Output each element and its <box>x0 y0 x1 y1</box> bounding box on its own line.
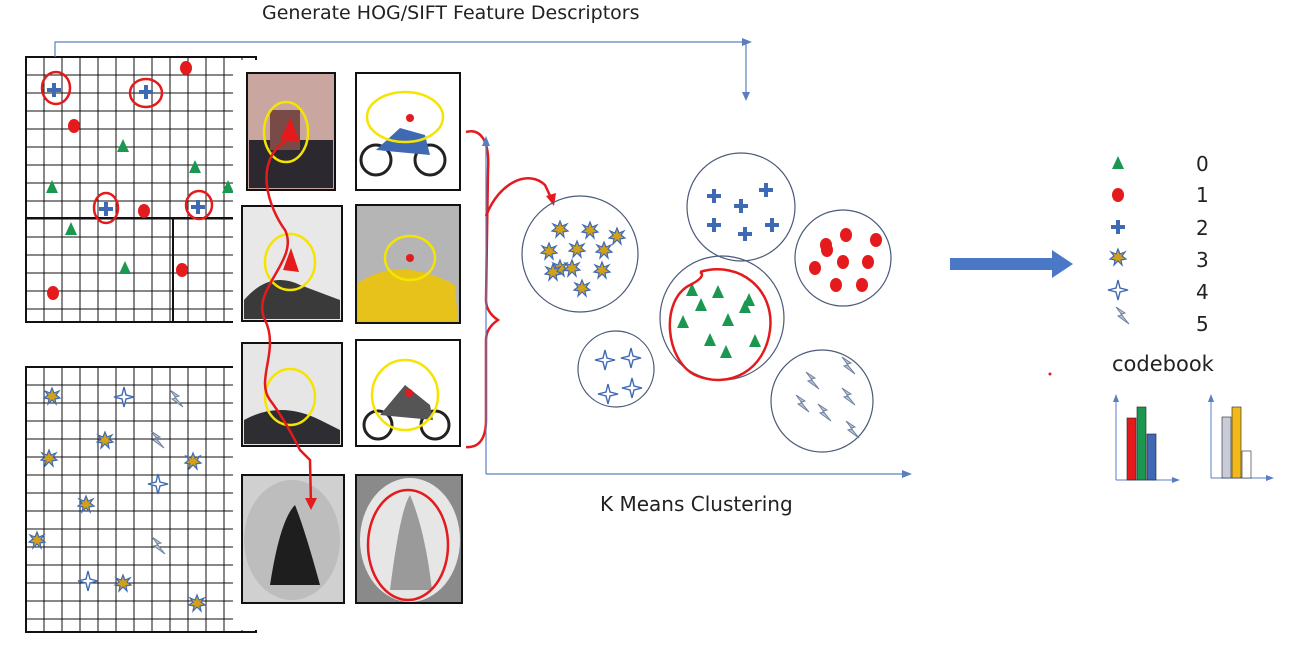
descriptor-arrow <box>54 41 748 98</box>
cluster-four-point-star <box>577 330 655 408</box>
patch-photo <box>355 339 461 447</box>
bottom-grid-image <box>25 366 257 633</box>
red-brace <box>465 130 501 449</box>
codebook-icons <box>1107 156 1130 325</box>
codebook-number-1: 1 <box>1196 183 1209 207</box>
patch-photo <box>241 205 343 322</box>
patch-photo <box>246 72 336 191</box>
codebook-number-0: 0 <box>1196 152 1209 176</box>
cluster-lightning <box>770 349 874 453</box>
patch-photo <box>355 72 461 191</box>
codebook-label: codebook <box>1112 352 1214 376</box>
patch-photo <box>355 474 463 604</box>
codebook-number-4: 4 <box>1196 280 1209 304</box>
codebook-number-3: 3 <box>1196 248 1209 272</box>
cluster-ellipse <box>794 209 892 307</box>
diagram-title: Generate HOG/SIFT Feature Descriptors <box>262 2 640 24</box>
cluster-triangle <box>659 255 785 382</box>
codebook-arrow <box>950 250 1073 278</box>
patch-photo <box>241 474 345 604</box>
clustering-label: K Means Clustering <box>600 492 793 516</box>
codebook-number-2: 2 <box>1196 216 1209 240</box>
patch-photo <box>241 342 343 447</box>
cluster-starburst <box>521 195 639 313</box>
top-grid-features <box>40 61 234 300</box>
histogram-2 <box>1208 394 1274 481</box>
top-grid-image <box>25 56 257 323</box>
cluster-plus <box>686 152 796 262</box>
clustering-axes <box>485 140 908 475</box>
patch-photo <box>355 204 461 324</box>
histogram-1 <box>1113 394 1180 483</box>
image-patches <box>233 60 463 630</box>
codebook-number-5: 5 <box>1196 312 1209 336</box>
